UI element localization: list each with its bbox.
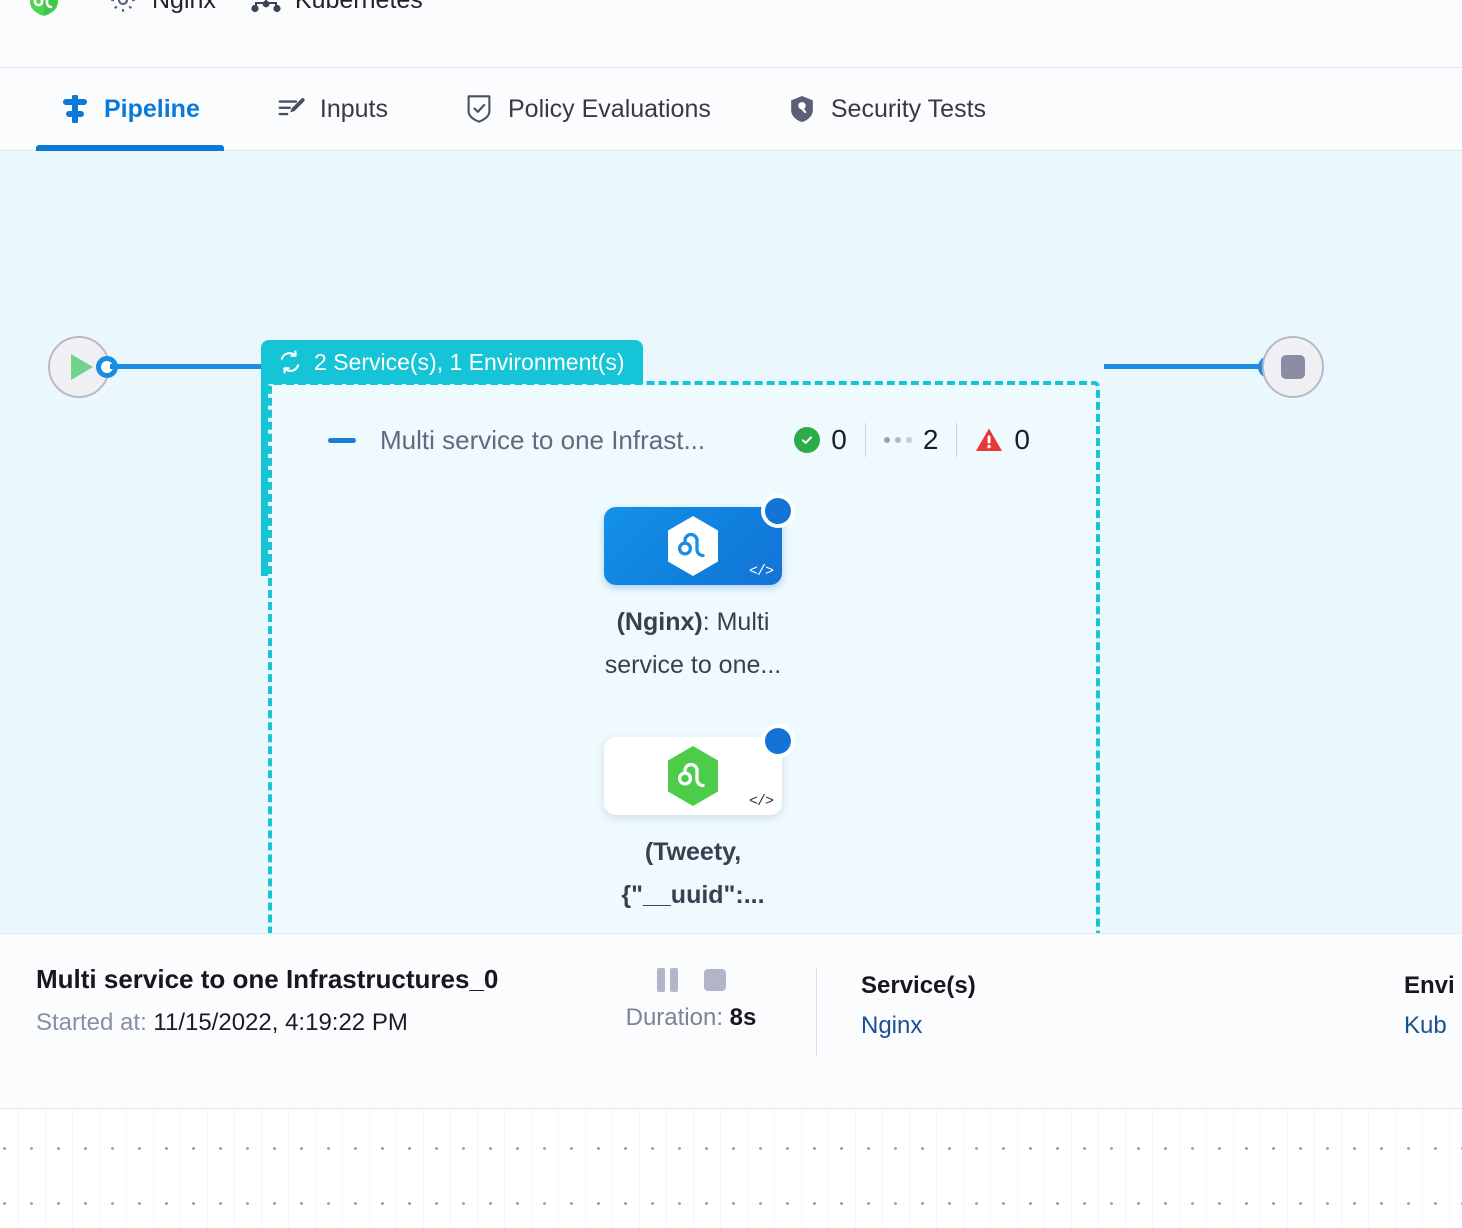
status-divider-2: [956, 423, 958, 457]
environments-link-kubernetes[interactable]: Kub: [1404, 1012, 1447, 1039]
tab-inputs[interactable]: Inputs: [252, 68, 412, 151]
environments-column: Envi Kub: [1404, 934, 1462, 1040]
execution-summary: Multi service to one Infrastructures_0 S…: [0, 934, 596, 1037]
started-at-label: Started at:: [36, 1009, 147, 1036]
duration-text: Duration: 8s: [596, 1004, 786, 1032]
services-heading: Service(s): [861, 972, 976, 999]
inputs-icon: [276, 94, 306, 124]
stop-icon: [1281, 355, 1305, 379]
environments-heading: Envi: [1404, 972, 1455, 999]
dots-progress-icon: [883, 437, 912, 443]
canvas-grid-background: [0, 1108, 1462, 1228]
status-divider-1: [864, 423, 866, 457]
services-column: Service(s) Nginx: [817, 934, 1061, 1040]
pipeline-icon: [60, 94, 90, 124]
step-card-nginx[interactable]: </>: [604, 494, 795, 585]
tab-security-tests[interactable]: Security Tests: [763, 68, 1010, 151]
execution-tabs: Pipeline Inputs Policy Evaluations: [0, 68, 1462, 151]
stage-group-header: Multi service to one Infrast... 0 2: [328, 423, 1048, 457]
stage-group-title: Multi service to one Infrast...: [380, 424, 706, 455]
started-at: Started at: 11/15/2022, 4:19:22 PM: [36, 1009, 596, 1037]
step-node-tweety-label: (Tweety, {"__uuid":...: [604, 831, 782, 917]
policy-shield-check-icon: [464, 94, 494, 124]
breadcrumb: Nginx Kubernetes: [28, 0, 423, 16]
status-running-count: 2: [922, 424, 939, 455]
code-icon: </>: [748, 563, 774, 580]
breadcrumb-item-environment[interactable]: Kubernetes: [250, 0, 423, 16]
started-at-value: 11/15/2022, 4:19:22 PM: [153, 1009, 408, 1036]
tab-pipeline[interactable]: Pipeline: [36, 68, 224, 151]
breadcrumb-item-service-label: Nginx: [152, 0, 216, 15]
page-title: Multi service to one Infrastructures_0: [36, 964, 499, 994]
breadcrumb-item-service[interactable]: Nginx: [107, 0, 216, 16]
detail-divider: [816, 968, 817, 1056]
pipeline-canvas[interactable]: Multi service to one Infrast... 0 2: [0, 151, 1462, 933]
step-node-nginx[interactable]: </> (Nginx): Multi service to one...: [604, 494, 795, 687]
tab-policy-evaluations[interactable]: Policy Evaluations: [440, 68, 735, 151]
step-node-tweety[interactable]: </> (Tweety, {"__uuid":...: [604, 724, 795, 917]
end-node[interactable]: [1262, 336, 1324, 398]
edge-start-to-group: [110, 364, 266, 369]
harness-hexagon-logo-green: [664, 745, 722, 807]
gear-icon: [107, 0, 139, 16]
execution-detail-panel: Multi service to one Infrastructures_0 S…: [0, 933, 1462, 1108]
step-node-nginx-label: (Nginx): Multi service to one...: [604, 601, 782, 687]
running-spinner-icon: [761, 494, 795, 528]
status-failed: 0: [957, 424, 1048, 456]
harness-hexagon-logo-white: [664, 515, 722, 577]
step-card-tweety[interactable]: </>: [604, 724, 795, 815]
duration-label: Duration:: [625, 1004, 723, 1031]
duration-value: 8s: [729, 1004, 757, 1031]
check-circle-icon: [794, 427, 821, 453]
tab-pipeline-label: Pipeline: [104, 94, 200, 123]
breadcrumb-bar: Nginx Kubernetes: [0, 0, 1462, 68]
execution-controls: [596, 968, 786, 992]
play-icon: [71, 354, 93, 380]
group-side-bar: [261, 376, 270, 576]
breadcrumb-item-environment-label: Kubernetes: [295, 0, 423, 15]
step-node-nginx-label-bold: (Nginx): [616, 608, 703, 636]
start-node[interactable]: [48, 336, 110, 398]
running-spinner-icon: [761, 724, 795, 758]
tab-security-tests-label: Security Tests: [830, 94, 987, 123]
stage-group-badge-label: 2 Service(s), 1 Environment(s): [314, 348, 625, 375]
status-success-count: 0: [831, 424, 847, 455]
breadcrumb-item-project[interactable]: [28, 0, 73, 16]
loop-refresh-icon: [277, 349, 303, 375]
pause-icon[interactable]: [656, 968, 678, 992]
kubernetes-nodes-icon: [250, 0, 282, 16]
collapse-minus-icon[interactable]: [328, 437, 356, 443]
tab-policy-evaluations-label: Policy Evaluations: [507, 94, 711, 123]
stage-status-summary: 0 2: [776, 423, 1048, 457]
status-success: 0: [776, 424, 865, 456]
stage-group-badge[interactable]: 2 Service(s), 1 Environment(s): [261, 340, 643, 384]
tab-inputs-label: Inputs: [319, 94, 388, 123]
step-node-nginx-label-rest: : Multi service to one...: [604, 608, 782, 679]
status-running: 2: [866, 424, 957, 456]
execution-duration: Duration: 8s: [596, 934, 786, 1032]
warning-triangle-icon: [975, 427, 1003, 453]
services-link-nginx[interactable]: Nginx: [861, 1012, 923, 1039]
status-failed-count: 0: [1014, 424, 1030, 455]
step-node-tweety-label-bold: (Tweety, {"__uuid":...: [621, 838, 765, 909]
stage-group-box[interactable]: Multi service to one Infrast... 0 2: [268, 381, 1100, 933]
stop-icon[interactable]: [703, 969, 726, 991]
harness-shield-icon: [28, 0, 60, 16]
code-icon: </>: [748, 793, 774, 810]
security-shield-icon: [787, 94, 817, 124]
edge-group-to-end: [1104, 364, 1262, 369]
